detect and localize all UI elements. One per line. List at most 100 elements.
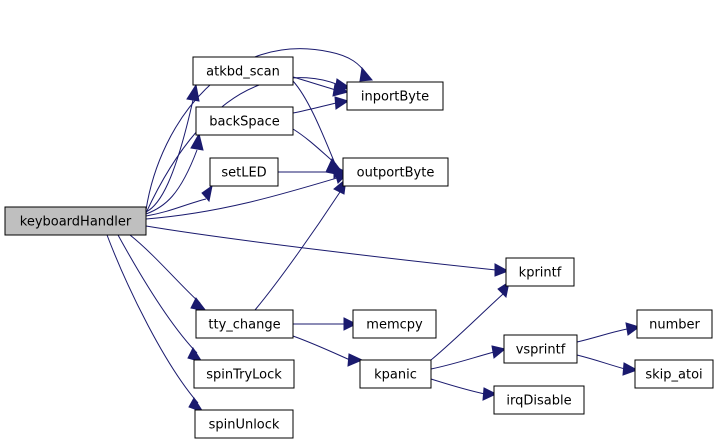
edge-arrowhead-icon xyxy=(332,83,350,97)
edge-arrowhead-icon xyxy=(201,184,213,203)
edge-keyboardHandler-to-inportByte xyxy=(145,77,352,214)
node-label: vsprintf xyxy=(516,343,566,358)
node-box[interactable] xyxy=(634,359,714,389)
node-box[interactable] xyxy=(195,106,294,136)
node-box[interactable] xyxy=(192,56,294,86)
node-label: keyboardHandler xyxy=(20,215,132,230)
edge-tty_change-to-kpanic xyxy=(292,335,364,367)
edge-tty_change-to-outportByte xyxy=(254,177,347,311)
edge-line xyxy=(117,234,198,354)
node-box[interactable] xyxy=(346,81,444,111)
edge-keyboardHandler-to-spinUnlock xyxy=(106,234,205,413)
node-box[interactable] xyxy=(193,359,295,389)
edge-arrowhead-icon xyxy=(186,83,200,102)
edge-keyboardHandler-to-inportByte xyxy=(145,48,373,211)
edge-arrowhead-icon xyxy=(190,297,208,312)
edge-line xyxy=(145,149,198,215)
edge-arrowhead-icon xyxy=(359,66,373,82)
edge-line xyxy=(145,198,207,217)
node-spinUnlock[interactable]: spinUnlock xyxy=(194,409,294,439)
node-box[interactable] xyxy=(503,334,578,364)
node-tty_change[interactable]: tty_change xyxy=(195,309,294,339)
node-setLED[interactable]: setLED xyxy=(209,157,279,187)
edge-line xyxy=(576,328,628,343)
edge-arrowhead-icon xyxy=(625,322,641,336)
node-skip_atoi[interactable]: skip_atoi xyxy=(634,359,714,389)
edge-keyboardHandler-to-setLED xyxy=(145,184,213,217)
edge-line xyxy=(145,77,340,214)
node-backSpace[interactable]: backSpace xyxy=(195,106,294,136)
node-number[interactable]: number xyxy=(636,309,713,339)
edge-line xyxy=(576,354,626,370)
edge-backSpace-to-outportByte xyxy=(292,128,344,173)
edge-arrowhead-icon xyxy=(190,132,204,151)
node-label: inportByte xyxy=(361,90,429,105)
edge-tty_change-to-memcpy xyxy=(293,317,358,331)
node-kpanic[interactable]: kpanic xyxy=(359,359,432,389)
node-label: backSpace xyxy=(209,115,280,130)
edge-line xyxy=(430,293,504,361)
edge-vsprintf-to-number xyxy=(576,322,641,343)
edge-backSpace-to-inportByte xyxy=(292,96,350,114)
node-box[interactable] xyxy=(505,257,575,287)
edge-atkbd_scan-to-inportByte xyxy=(292,76,350,97)
edge-keyboardHandler-to-backSpace xyxy=(145,132,204,215)
node-box[interactable] xyxy=(359,359,432,389)
edge-kpanic-to-vsprintf xyxy=(430,345,507,370)
node-label: setLED xyxy=(221,166,266,181)
edge-line xyxy=(430,351,495,370)
node-box[interactable] xyxy=(194,409,294,439)
edge-line xyxy=(292,128,337,165)
edge-line xyxy=(292,80,337,167)
edges-layer xyxy=(106,48,641,413)
node-box[interactable] xyxy=(493,385,585,415)
nodes-layer: keyboardHandler atkbd_scan inportByte backS… xyxy=(4,56,714,439)
edge-arrowhead-icon xyxy=(482,387,498,401)
edge-arrowhead-icon xyxy=(333,165,348,179)
node-spinTryLock[interactable]: spinTryLock xyxy=(193,359,295,389)
edge-line xyxy=(145,99,194,213)
node-irqDisable[interactable]: irqDisable xyxy=(493,385,585,415)
edge-keyboardHandler-to-tty_change xyxy=(129,234,208,312)
node-label: memcpy xyxy=(366,318,423,333)
node-box[interactable] xyxy=(342,157,449,187)
edge-line xyxy=(254,191,341,311)
node-vsprintf[interactable]: vsprintf xyxy=(503,334,578,364)
edge-arrowhead-icon xyxy=(343,317,358,331)
edge-line xyxy=(145,48,367,211)
node-box[interactable] xyxy=(352,309,437,339)
node-label: tty_change xyxy=(208,318,280,333)
node-label: kprintf xyxy=(519,266,562,281)
edge-setLED-to-outportByte xyxy=(278,165,348,179)
node-box[interactable] xyxy=(4,206,147,236)
node-label: spinUnlock xyxy=(209,418,280,433)
edge-arrowhead-icon xyxy=(622,362,639,376)
edge-line xyxy=(292,335,351,361)
node-label: skip_atoi xyxy=(645,368,702,383)
node-keyboardHandler[interactable]: keyboardHandler xyxy=(4,206,147,236)
node-box[interactable] xyxy=(209,157,279,187)
node-label: outportByte xyxy=(357,166,435,181)
node-atkbd_scan[interactable]: atkbd_scan xyxy=(192,56,294,86)
edge-arrowhead-icon xyxy=(491,345,507,359)
node-memcpy[interactable]: memcpy xyxy=(352,309,437,339)
edge-arrowhead-icon xyxy=(494,263,510,277)
node-box[interactable] xyxy=(636,309,713,339)
edge-keyboardHandler-to-kprintf xyxy=(145,225,510,277)
node-box[interactable] xyxy=(195,309,294,339)
node-kprintf[interactable]: kprintf xyxy=(505,257,575,287)
edge-arrowhead-icon xyxy=(347,353,364,367)
node-label: number xyxy=(649,318,700,333)
node-label: spinTryLock xyxy=(206,368,282,383)
node-label: atkbd_scan xyxy=(206,65,280,80)
edge-keyboardHandler-to-spinTryLock xyxy=(117,234,204,363)
edge-arrowhead-icon xyxy=(334,96,350,110)
edge-line xyxy=(129,234,201,304)
node-outportByte[interactable]: outportByte xyxy=(342,157,449,187)
edge-keyboardHandler-to-atkbd_scan xyxy=(145,83,200,213)
edge-kpanic-to-irqDisable xyxy=(430,378,498,401)
node-inportByte[interactable]: inportByte xyxy=(346,81,444,111)
node-label: kpanic xyxy=(374,368,417,383)
edge-line xyxy=(106,234,199,404)
